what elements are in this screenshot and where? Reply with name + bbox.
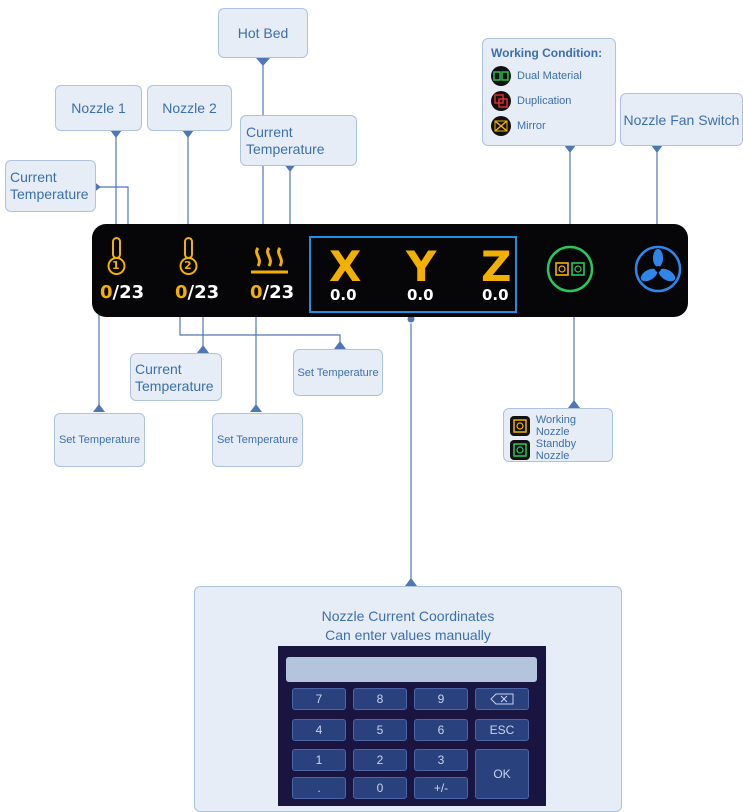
z-axis-value[interactable]: 0.0 (482, 286, 509, 304)
bed-current-temp: /23 (262, 282, 295, 303)
standby-nozzle-icon (510, 440, 530, 460)
coordinates-box[interactable] (309, 236, 517, 313)
duplication-label: Duplication (517, 95, 572, 107)
hot-bed-heat-icon[interactable] (250, 246, 290, 280)
mirror-label: Mirror (517, 120, 546, 132)
nozzle2-thermometer-icon[interactable] (178, 236, 200, 278)
nozzle2-label: Nozzle 2 (162, 100, 217, 116)
key-4[interactable]: 4 (292, 719, 346, 741)
set-temperature-label-mid: Set Temperature (216, 434, 299, 446)
y-axis-label: Y (406, 242, 437, 291)
hot-bed-label: Hot Bed (237, 25, 289, 41)
nozzle1-label: Nozzle 1 (71, 100, 126, 116)
numeric-keypad: 7 8 9 4 5 6 ESC 1 2 3 OK . 0 +/- (278, 646, 546, 806)
key-3[interactable]: 3 (414, 749, 468, 771)
nozzle-fan-switch-callout: Nozzle Fan Switch (620, 93, 743, 146)
nozzle1-temperature[interactable]: 0/23 (100, 282, 144, 303)
working-condition-title: Working Condition: (491, 46, 603, 60)
coordinates-panel-line2: Can enter values manually (325, 627, 491, 643)
dual-material-row: Dual Material (491, 66, 582, 86)
nozzle2-badge: 2 (184, 259, 192, 272)
keypad-input-field[interactable] (286, 657, 537, 682)
duplication-row: Duplication (491, 91, 571, 111)
nozzle2-current-temp: /23 (187, 282, 220, 303)
x-axis-value[interactable]: 0.0 (330, 286, 357, 304)
duplication-icon (491, 91, 511, 111)
working-nozzle-row: Working Nozzle (510, 414, 612, 438)
set-temperature-label-right: Set Temperature (297, 366, 379, 379)
key-decimal[interactable]: . (292, 777, 346, 799)
dual-material-label: Dual Material (517, 70, 582, 82)
working-condition-icon[interactable] (545, 244, 595, 294)
fan-icon[interactable] (633, 244, 683, 294)
nozzle-fan-switch-label: Nozzle Fan Switch (623, 111, 740, 128)
nozzle2-set-temp[interactable]: 0 (175, 282, 188, 303)
backspace-key[interactable] (475, 688, 529, 710)
working-condition-callout: Working Condition: Dual Material Duplica… (482, 38, 616, 146)
bed-temperature[interactable]: 0/23 (250, 282, 294, 303)
key-8[interactable]: 8 (353, 688, 407, 710)
current-temperature-callout-left: Current Temperature (5, 160, 96, 212)
nozzle1-thermometer-icon[interactable] (106, 236, 128, 278)
key-7[interactable]: 7 (292, 688, 346, 710)
set-temperature-callout-mid: Set Temperature (212, 413, 303, 467)
set-temperature-label-left: Set Temperature (58, 434, 141, 446)
hot-bed-callout: Hot Bed (218, 8, 308, 58)
nozzle1-current-temp: /23 (112, 282, 145, 303)
key-5[interactable]: 5 (353, 719, 407, 741)
x-axis-label: X (329, 242, 362, 291)
backspace-icon (490, 693, 514, 705)
key-0[interactable]: 0 (353, 777, 407, 799)
current-temperature-callout-mid: Current Temperature (130, 353, 222, 401)
current-temperature-callout-top: Current Temperature (240, 115, 357, 166)
nozzle2-callout: Nozzle 2 (147, 85, 232, 131)
standby-nozzle-label: Standby Nozzle (535, 438, 577, 462)
working-nozzle-label: Working Nozzle (535, 414, 576, 438)
working-nozzle-icon (510, 416, 530, 436)
y-axis-value[interactable]: 0.0 (407, 286, 434, 304)
bed-set-temp[interactable]: 0 (250, 282, 263, 303)
ok-key[interactable]: OK (475, 749, 529, 799)
key-2[interactable]: 2 (353, 749, 407, 771)
key-plus-minus[interactable]: +/- (414, 777, 468, 799)
key-9[interactable]: 9 (414, 688, 468, 710)
nozzle1-badge: 1 (112, 259, 120, 272)
nozzle2-temperature[interactable]: 0/23 (175, 282, 219, 303)
set-temperature-callout-left: Set Temperature (54, 413, 145, 467)
nozzle-legend-callout: Working Nozzle Standby Nozzle (503, 408, 613, 462)
nozzle1-set-temp[interactable]: 0 (100, 282, 113, 303)
set-temperature-callout-right: Set Temperature (293, 349, 383, 396)
mirror-icon (491, 116, 511, 136)
z-axis-label: Z (481, 242, 512, 291)
key-6[interactable]: 6 (414, 719, 468, 741)
key-1[interactable]: 1 (292, 749, 346, 771)
nozzle1-callout: Nozzle 1 (55, 85, 142, 131)
dual-material-icon (491, 66, 511, 86)
coordinates-panel-line1: Nozzle Current Coordinates (321, 608, 495, 624)
standby-nozzle-row: Standby Nozzle (510, 438, 612, 462)
mirror-row: Mirror (491, 116, 546, 136)
esc-key[interactable]: ESC (475, 719, 529, 741)
